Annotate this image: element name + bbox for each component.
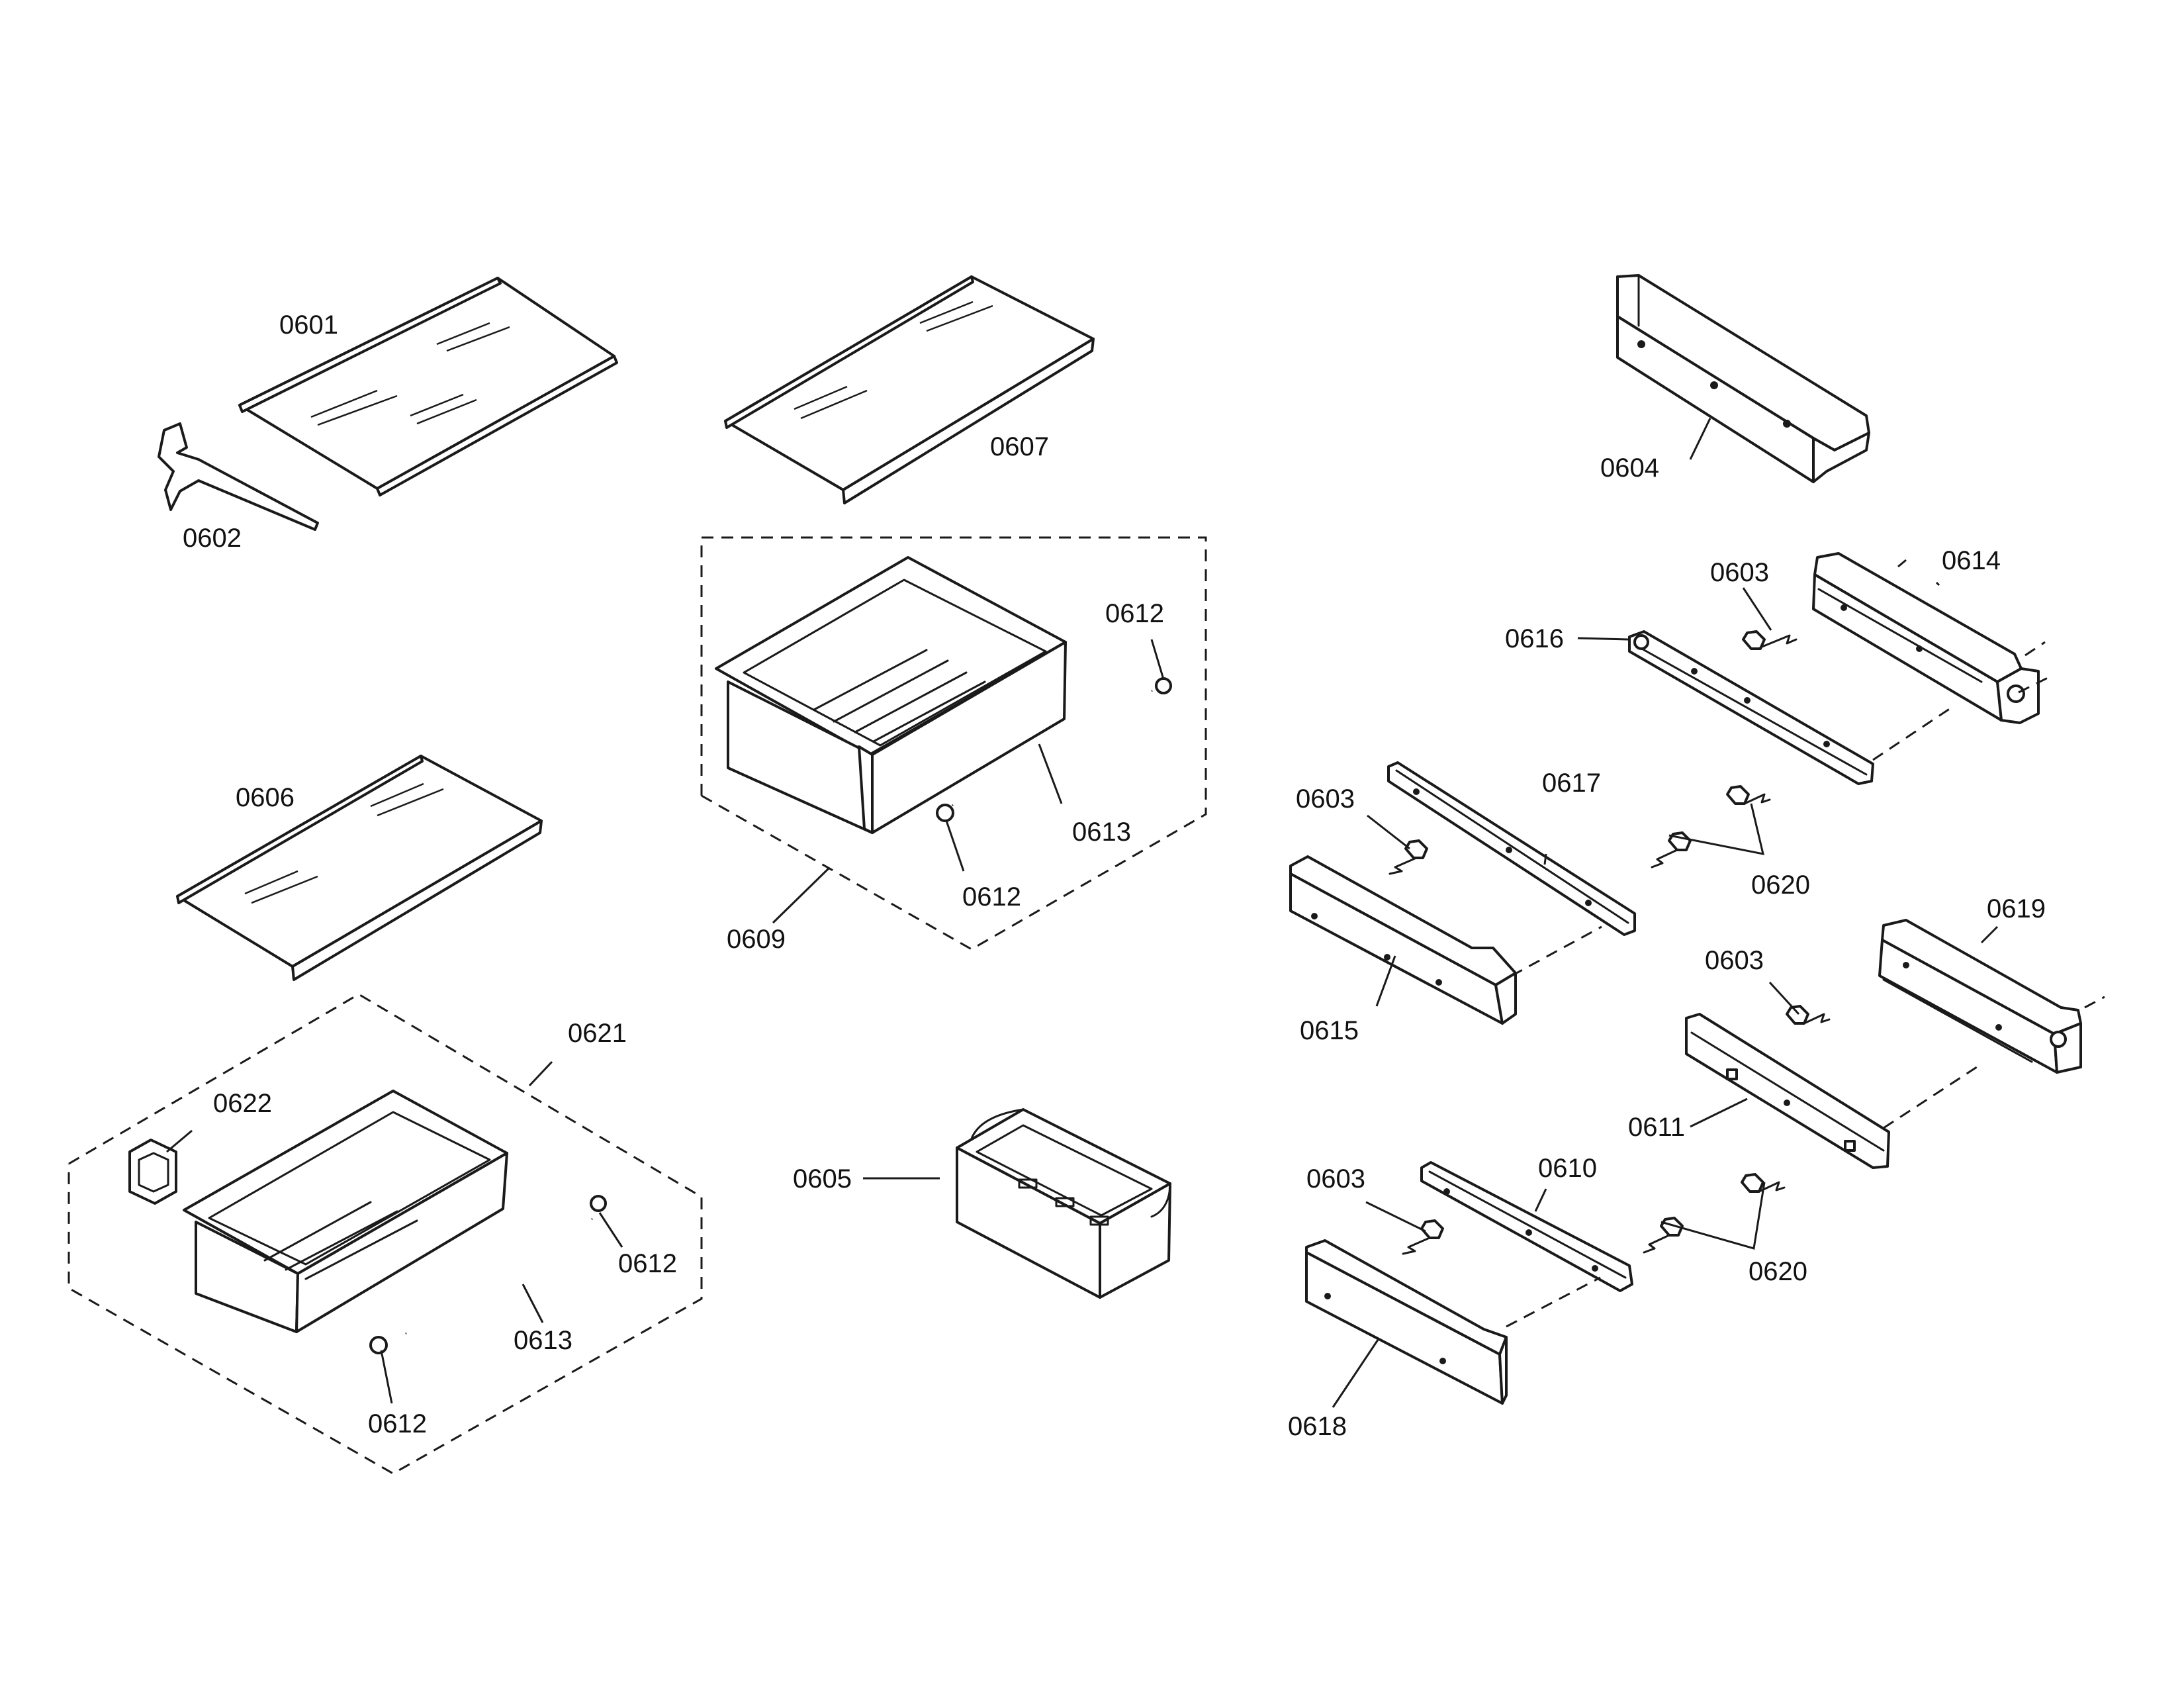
part-0605-bin — [956, 1108, 1171, 1299]
screw-0620-a — [1726, 785, 1771, 805]
part-0604-channel — [1616, 274, 1870, 483]
label-0612-c: 0612 — [618, 1249, 677, 1278]
label-0614: 0614 — [1942, 546, 2001, 575]
label-0603-c: 0603 — [1705, 946, 1764, 975]
part-0621-crisper-group — [68, 993, 703, 1475]
screw-0603-d — [1402, 1219, 1444, 1255]
label-0604: 0604 — [1600, 453, 1659, 483]
label-0619: 0619 — [1987, 894, 2046, 923]
label-0612-a: 0612 — [1105, 599, 1164, 628]
screw-0620-c — [1741, 1173, 1786, 1193]
label-0613-b: 0613 — [514, 1326, 572, 1355]
label-0613-a: 0613 — [1072, 818, 1131, 847]
label-0605: 0605 — [793, 1164, 852, 1194]
label-0601: 0601 — [279, 310, 338, 340]
label-0610: 0610 — [1538, 1154, 1597, 1183]
part-0602-bracket — [158, 422, 319, 531]
label-0602: 0602 — [183, 524, 242, 553]
callout-labels: 0601 0602 0607 0604 0603 0614 0616 0612 … — [183, 310, 2046, 1441]
label-0606: 0606 — [236, 783, 295, 812]
screws — [1388, 630, 1831, 1255]
screw-0603-c — [1786, 1005, 1831, 1025]
part-0611-slide-rail — [1685, 1013, 1890, 1169]
screw-0603-b — [1388, 839, 1428, 875]
part-0615-drawer-front — [1289, 855, 1517, 1025]
leader-lines — [166, 418, 1999, 1408]
part-0606-glass-shelf — [176, 755, 543, 981]
screw-0603-a — [1742, 630, 1797, 650]
part-0619-rail-cover — [1878, 919, 2082, 1074]
screw-0620-d — [1643, 1217, 1684, 1254]
part-0609-crisper-group — [700, 536, 1207, 951]
label-0603-b: 0603 — [1296, 784, 1355, 814]
part-0601-glass-shelf — [238, 277, 618, 496]
label-0612-b: 0612 — [962, 882, 1021, 912]
label-0603-d: 0603 — [1306, 1164, 1365, 1194]
label-0603-a: 0603 — [1710, 558, 1769, 587]
label-0611: 0611 — [1628, 1113, 1685, 1142]
part-0614-rail-cover — [1812, 552, 2040, 724]
label-0617: 0617 — [1542, 769, 1601, 798]
label-0609: 0609 — [727, 925, 786, 954]
label-0618: 0618 — [1288, 1412, 1347, 1441]
part-0618-drawer-front — [1305, 1239, 1508, 1405]
assembly-lines — [1506, 641, 2105, 1328]
part-0610-trim-bar — [1420, 1161, 1633, 1292]
label-0607: 0607 — [990, 432, 1049, 461]
part-0607-glass-shelf — [724, 275, 1095, 504]
label-0622: 0622 — [213, 1089, 272, 1118]
part-0616-slide-rail — [1628, 630, 1874, 785]
label-0615: 0615 — [1300, 1016, 1359, 1045]
label-0620-b: 0620 — [1749, 1257, 1807, 1286]
label-0621: 0621 — [568, 1019, 627, 1048]
part-0617-trim-bar — [1387, 761, 1636, 936]
label-0620-a: 0620 — [1751, 870, 1810, 900]
label-0616: 0616 — [1505, 624, 1564, 653]
label-0612-d: 0612 — [368, 1409, 427, 1438]
